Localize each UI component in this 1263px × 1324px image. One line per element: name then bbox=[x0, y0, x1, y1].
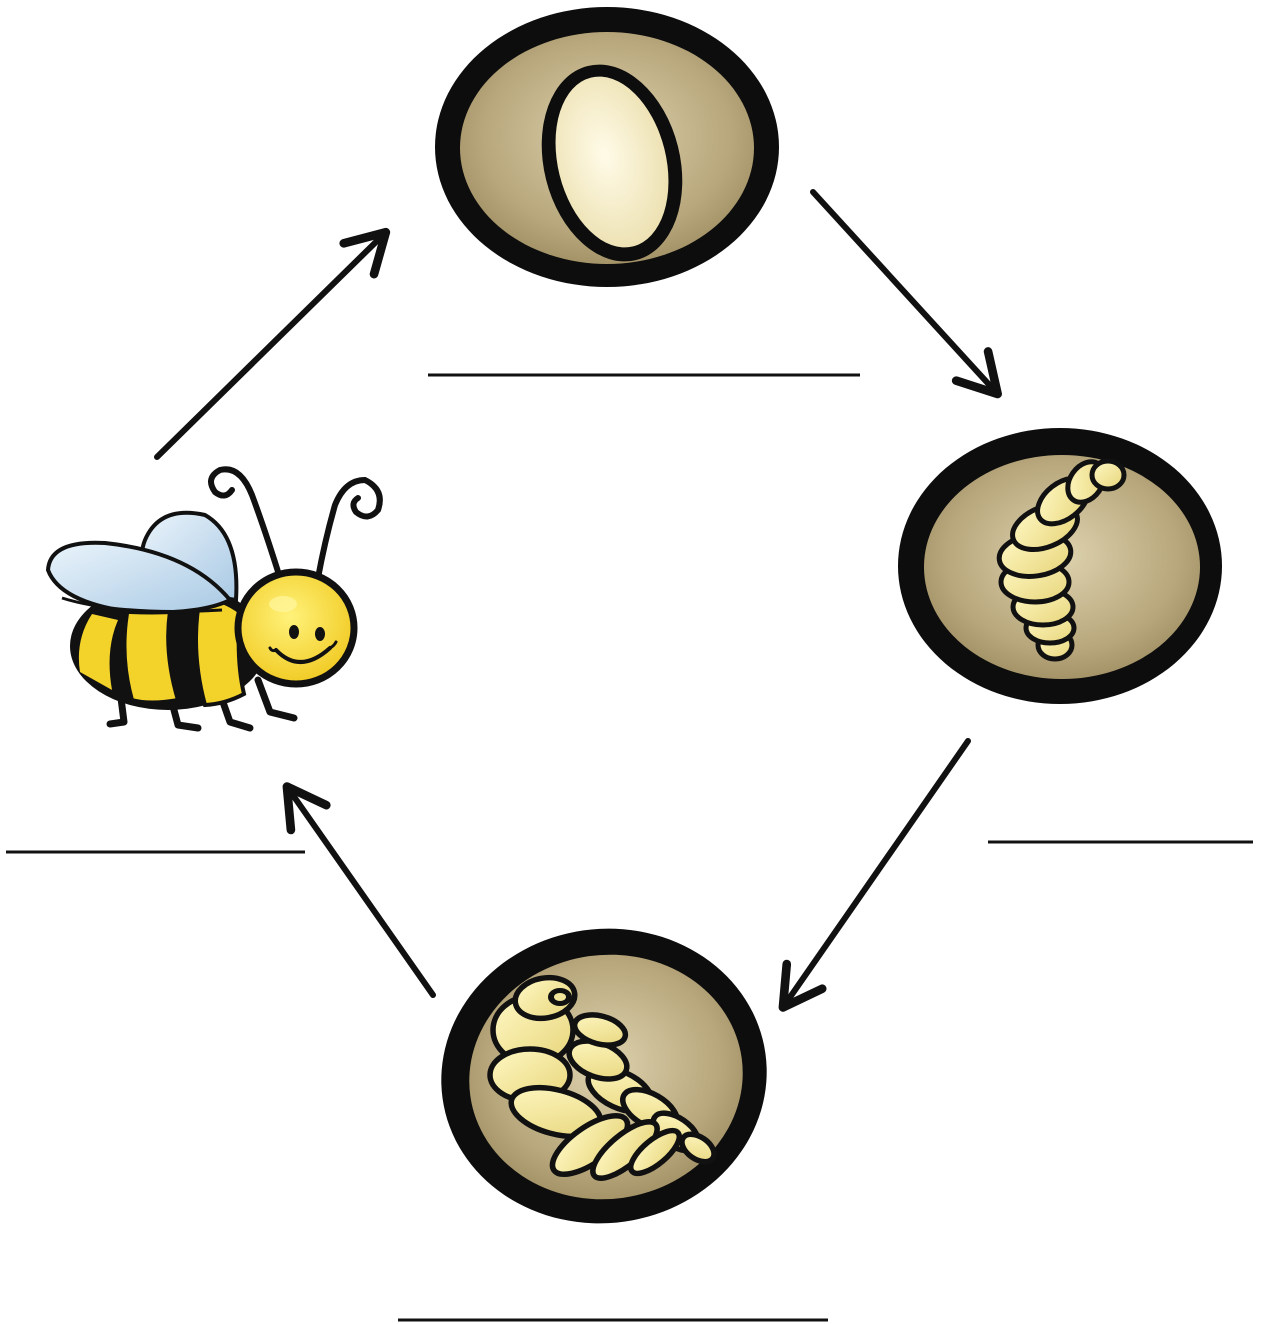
cycle-arrows bbox=[154, 189, 1002, 1012]
bee-egg-icon bbox=[435, 7, 779, 287]
arrow-adult-to-egg bbox=[154, 227, 391, 460]
arrow-pupa-to-adult bbox=[282, 782, 436, 998]
arrow-egg-to-larva bbox=[810, 189, 1002, 399]
adult-bee-icon bbox=[45, 466, 383, 732]
arrow-larva-to-pupa bbox=[778, 738, 971, 1012]
bee-pupa-icon bbox=[441, 928, 767, 1224]
label-blanks bbox=[6, 373, 1253, 1322]
bee-larva-icon bbox=[898, 428, 1222, 704]
